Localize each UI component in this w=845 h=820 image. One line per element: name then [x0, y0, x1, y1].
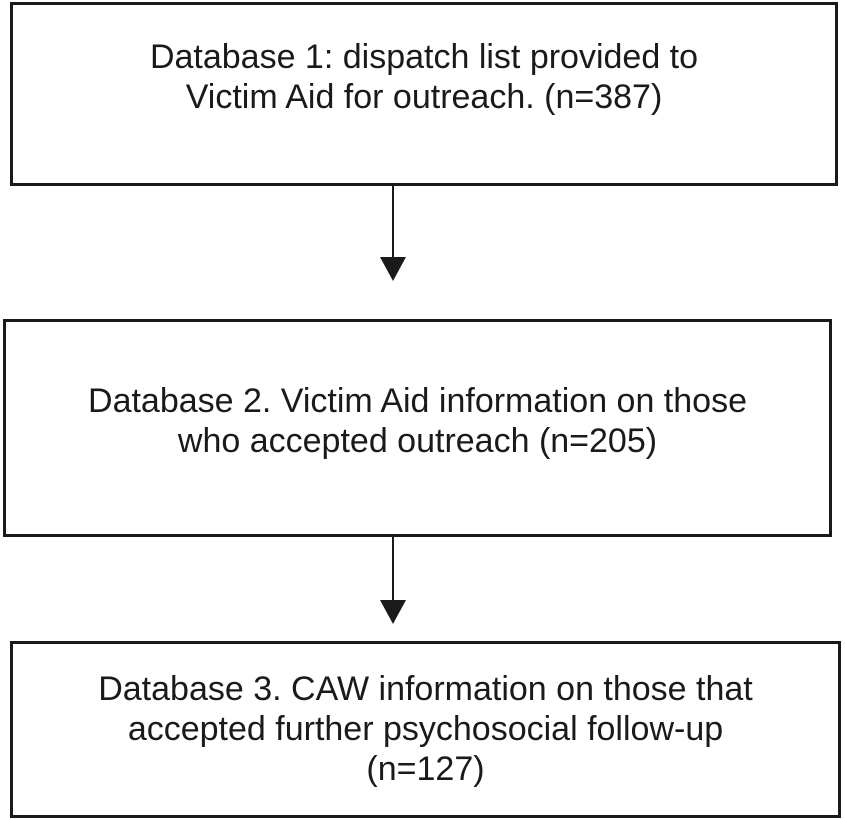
database-2-line-2: who accepted outreach (n=205) — [177, 422, 658, 460]
database-3-line-1: Database 3. CAW information on those tha… — [98, 669, 753, 708]
database-3-line-2: accepted further psychosocial follow-up — [127, 709, 724, 748]
database-1-line-2: Victim Aid for outreach. (n=387) — [185, 78, 663, 116]
database-1-box: Database 1: dispatch list provided to Vi… — [10, 2, 838, 186]
arrow-1-shaft — [392, 186, 394, 258]
arrow-2-shaft — [392, 537, 394, 601]
arrow-2-head-icon — [380, 600, 406, 624]
database-1-line-1: Database 1: dispatch list provided to — [149, 38, 699, 76]
arrow-db1-to-db2 — [378, 186, 408, 281]
database-2-text: Database 2. Victim Aid information on th… — [88, 381, 747, 461]
database-3-box: Database 3. CAW information on those tha… — [10, 641, 841, 818]
database-1-text: Database 1: dispatch list provided to Vi… — [150, 37, 698, 117]
database-3-text: Database 3. CAW information on those tha… — [98, 669, 753, 789]
database-2-box: Database 2. Victim Aid information on th… — [3, 319, 832, 537]
database-3-line-3: (n=127) — [366, 749, 485, 788]
arrow-db2-to-db3 — [378, 537, 408, 624]
database-2-line-1: Database 2. Victim Aid information on th… — [88, 382, 747, 420]
arrow-1-head-icon — [380, 257, 406, 281]
